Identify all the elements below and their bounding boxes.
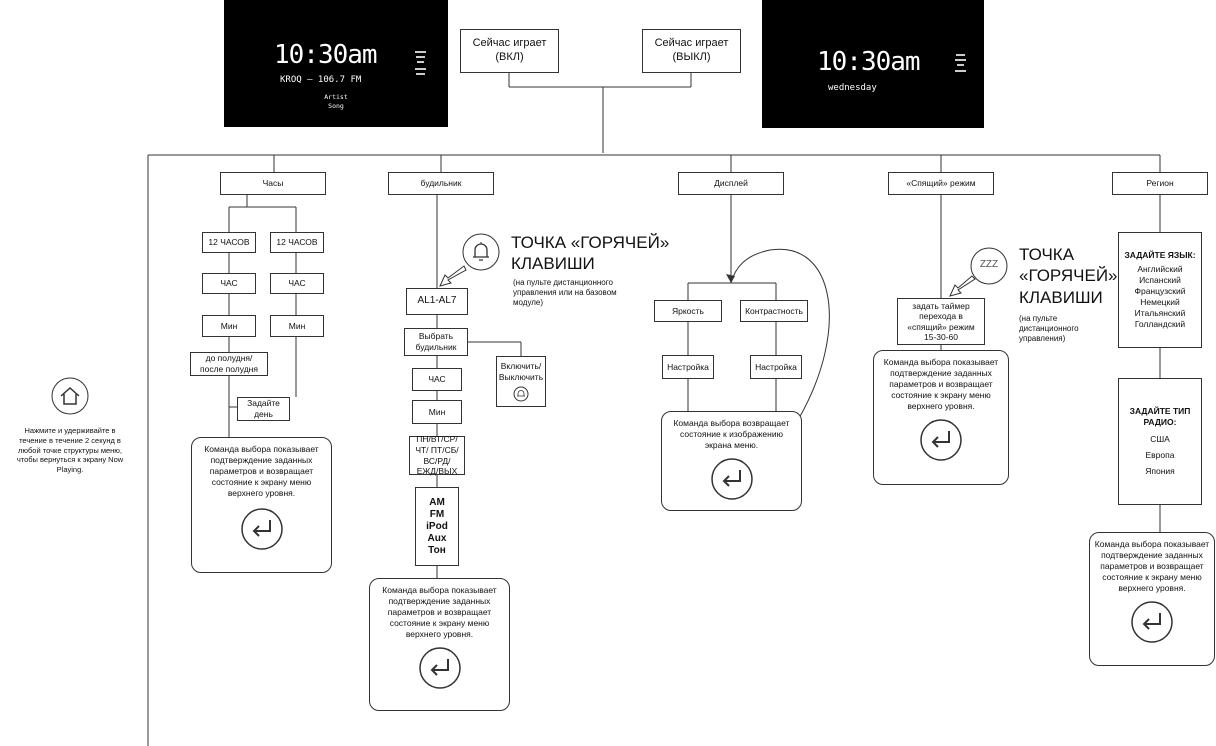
language-item: Испанский — [1139, 274, 1181, 285]
clock-min-right: Мин — [270, 315, 324, 337]
display-brightness-node: Яркость — [654, 300, 722, 322]
alarm-select-node: Выбрать будильник — [404, 328, 468, 356]
radio-type-item: США — [1150, 433, 1170, 444]
clock-confirm-box: Команда выбора показывает подтверждение … — [191, 437, 332, 573]
branch-sleep: «Спящий» режим — [888, 172, 994, 195]
screen-time: 10:30am — [274, 40, 378, 70]
region-language-box: ЗАДАЙТЕ ЯЗЫК: Английский Испанский Франц… — [1118, 232, 1202, 348]
language-item: Итальянский — [1134, 307, 1186, 318]
now-playing-off-node: Сейчас играет (ВЫКЛ) — [642, 29, 741, 73]
alarm-al-node: AL1-AL7 — [406, 288, 468, 315]
confirm-text: Команда выбора возвращает состояние к из… — [673, 418, 790, 451]
language-item: Немецкий — [1140, 296, 1180, 307]
confirm-text: Команда выбора показывает подтверждение … — [1094, 539, 1210, 594]
clock-day-node: Задайте день — [237, 397, 290, 421]
now-playing-screen-off: 10:30am wednesday — [762, 0, 984, 128]
source-ipod: iPod — [426, 520, 448, 532]
enter-icon — [240, 507, 284, 551]
clock-min-left: Мин — [202, 315, 256, 337]
sleep-hotkey-title: ТОЧКА «ГОРЯЧЕЙ» КЛАВИШИ — [1019, 245, 1118, 307]
enter-icon — [710, 457, 754, 501]
sleep-hotkey-subtitle: (на пульте дистанционного управления) — [1019, 314, 1079, 343]
onoff-label: Включить/ Выключить — [498, 361, 544, 382]
zzz-label: ZZZ — [979, 259, 999, 270]
display-contrast-node: Контрастность — [740, 300, 808, 322]
source-am: AM — [429, 496, 445, 508]
clock-ampm-node: до полудня/ после полудня — [190, 352, 268, 376]
now-playing-on-node: Сейчас играет (ВКЛ) — [460, 29, 559, 73]
volume-icon — [955, 52, 966, 78]
display-confirm-box: Команда выбора возвращает состояние к из… — [661, 411, 802, 511]
clock-hour-left: ЧАС — [202, 273, 256, 294]
clock-12h-node: 12 ЧАСОВ — [202, 232, 256, 253]
screen-song: Song — [328, 102, 344, 110]
volume-icon — [415, 48, 426, 78]
confirm-text: Команда выбора показывает подтверждение … — [204, 444, 319, 499]
alarm-hour-node: ЧАС — [412, 368, 462, 391]
source-fm: FM — [429, 508, 445, 520]
region-confirm-box: Команда выбора показывает подтверждение … — [1089, 532, 1215, 666]
alarm-hotkey-subtitle: (на пульте дистанционного управления или… — [513, 278, 617, 307]
source-aux: Aux — [427, 532, 447, 544]
branch-region: Регион — [1112, 172, 1208, 195]
enter-icon — [418, 646, 462, 690]
enter-icon — [1130, 600, 1174, 644]
confirm-text: Команда выбора показывает подтверждение … — [382, 585, 497, 640]
screen-station: KROQ – 106.7 FM — [280, 75, 362, 85]
sleep-confirm-box: Команда выбора показывает подтверждение … — [873, 350, 1009, 485]
source-tone: Тон — [428, 544, 446, 556]
enter-icon — [919, 418, 963, 462]
branch-clock: Часы — [220, 172, 326, 195]
confirm-text: Команда выбора показывает подтверждение … — [883, 357, 999, 412]
display-adjust-right: Настройка — [750, 355, 802, 379]
language-item: Французский — [1134, 285, 1186, 296]
sleep-timer-node: задать таймер перехода в «спящий» режим … — [897, 298, 985, 345]
alarm-hotkey-title: ТОЧКА «ГОРЯЧЕЙ» КЛАВИШИ — [511, 233, 670, 274]
zzz-icon: ZZZ — [969, 246, 1009, 286]
home-note: Нажмите и удерживайте в течение в течени… — [16, 426, 124, 474]
alarm-confirm-box: Команда выбора показывает подтверждение … — [369, 578, 510, 711]
radio-title: ЗАДАЙТЕ ТИП РАДИО: — [1129, 406, 1191, 427]
display-adjust-left: Настройка — [662, 355, 714, 379]
radio-type-item: Япония — [1145, 465, 1175, 476]
language-title: ЗАДАЙТЕ ЯЗЫК: — [1124, 250, 1196, 261]
branch-alarm: будильник — [388, 172, 494, 195]
screen-time: 10:30am — [817, 47, 921, 77]
home-icon — [50, 376, 90, 416]
alarm-source-node: AM FM iPod Aux Тон — [415, 487, 459, 566]
radio-type-item: Европа — [1145, 449, 1175, 460]
clock-hour-right: ЧАС — [270, 273, 324, 294]
screen-artist: Artist — [324, 93, 348, 101]
branch-display: Дисплей — [678, 172, 784, 195]
language-item: Английский — [1137, 263, 1183, 274]
language-item: Голландский — [1134, 318, 1186, 329]
clock-24h-node: 12 ЧАСОВ — [270, 232, 324, 253]
alarm-min-node: Мин — [412, 400, 462, 424]
bell-icon — [461, 232, 501, 272]
bell-icon — [513, 386, 529, 402]
now-playing-screen-on: 10:30am KROQ – 106.7 FM Artist Song — [224, 0, 448, 127]
alarm-days-node: ПН/ВТ/СР/ЧТ/ ПТ/СБ/ВС/РД/ ЕЖД/ВЫХ — [409, 434, 465, 476]
screen-day: wednesday — [828, 83, 877, 93]
alarm-onoff-node: Включить/ Выключить — [496, 356, 546, 407]
region-radio-box: ЗАДАЙТЕ ТИП РАДИО: США Европа Япония — [1118, 378, 1202, 505]
